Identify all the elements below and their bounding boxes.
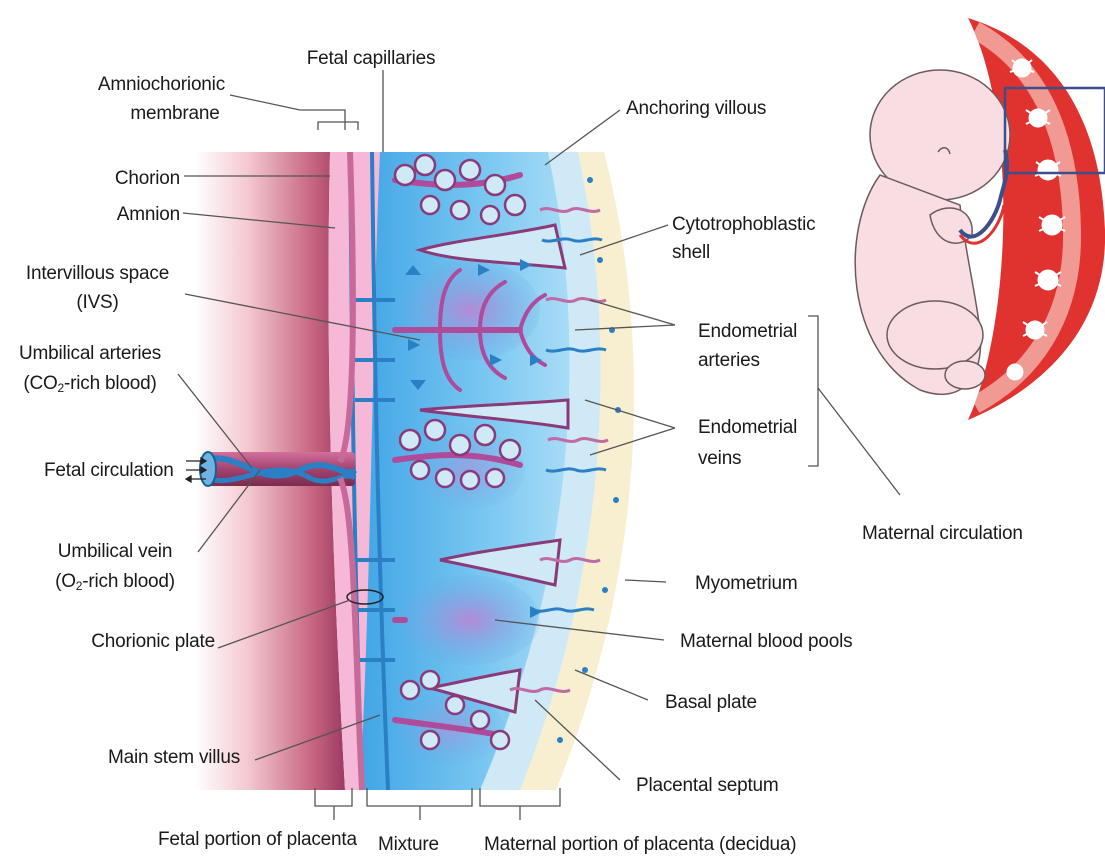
label-umbilical-vein-line1: Umbilical vein [30,540,200,564]
label-ivs-line1: Intervillous space [15,262,180,286]
label-umbilical-arteries-line1: Umbilical arteries [0,342,180,366]
label-placental-septum: Placental septum [636,774,779,798]
label-endometrial-arteries-line2: arteries [698,349,760,373]
label-fetal-circulation: Fetal circulation [44,459,174,483]
label-amnion: Amnion [60,203,180,227]
label-chorionic-plate: Chorionic plate [40,630,215,654]
label-cytotrophoblastic-line1: Cytotrophoblastic [672,213,815,237]
fetal-circulation-arrows [186,458,206,482]
label-umbilical-vein-line2: (O2-rich blood) [30,570,200,598]
label-ivs-line2: (IVS) [15,291,180,315]
label-basal-plate: Basal plate [665,691,757,715]
label-fetal-portion: Fetal portion of placenta [158,828,357,852]
label-mixture: Mixture [378,833,439,857]
label-fetal-capillaries: Fetal capillaries [296,47,446,71]
label-main-stem-villus: Main stem villus [60,746,240,770]
fetus [855,70,1010,394]
label-amniochorionic-membrane-line2: membrane [100,102,250,126]
label-endometrial-veins-line2: veins [698,447,741,471]
label-endometrial-veins-line1: Endometrial [698,416,797,440]
fetus-inset [855,18,1105,420]
umbilical-cord [200,452,355,486]
label-anchoring-villous: Anchoring villous [626,97,766,121]
label-endometrial-arteries-line1: Endometrial [698,320,797,344]
placenta-cross-section [195,152,634,790]
label-maternal-portion: Maternal portion of placenta (decidua) [484,833,796,857]
label-umbilical-arteries-line2: (CO2-rich blood) [0,372,180,400]
label-maternal-blood-pools: Maternal blood pools [680,630,852,654]
label-maternal-circulation: Maternal circulation [862,522,1023,546]
label-myometrium: Myometrium [695,572,798,596]
label-amniochorionic-membrane-line1: Amniochorionic [50,73,225,97]
label-cytotrophoblastic-line2: shell [672,241,710,265]
label-chorion: Chorion [60,167,180,191]
